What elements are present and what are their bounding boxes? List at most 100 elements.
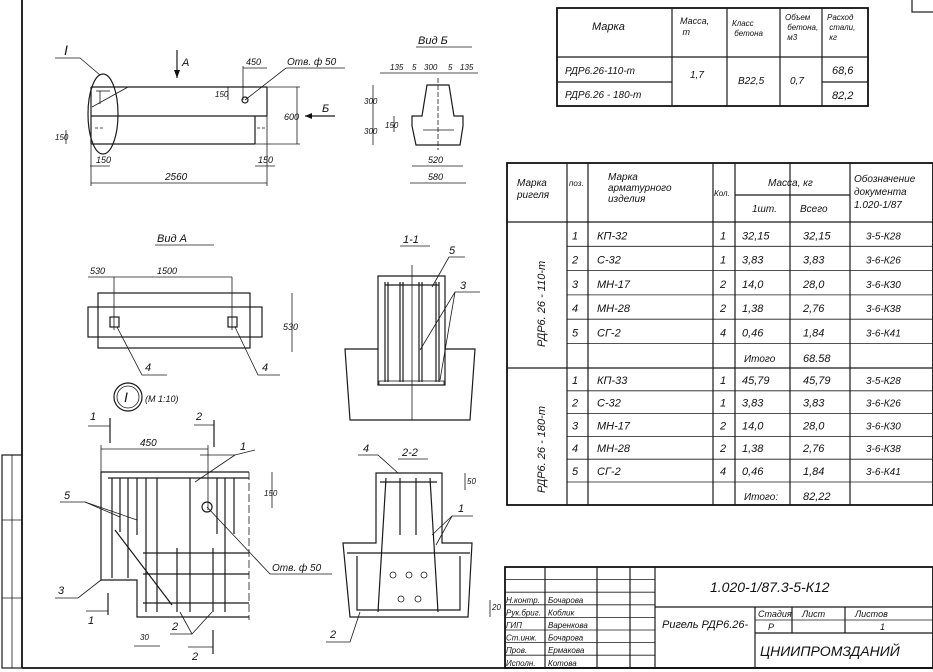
section-1-1: 1-1 5 3 (344, 234, 480, 421)
spec-header-item: изделия (608, 194, 646, 205)
specification-table: Маркаригеляпоз.МаркаарматурногоизделияКо… (506, 162, 933, 506)
section-2-pos-1: 1 (458, 503, 464, 515)
view-b-dim-520: 520 (428, 155, 443, 165)
summary-header-volume: Объем бетона, м3 (785, 13, 818, 42)
spec-pos: 4 (572, 443, 578, 455)
spec-total-label: Итого: (744, 492, 778, 503)
view-b-dim-135-left: 135 (390, 63, 404, 72)
spec-qty: 2 (719, 303, 726, 315)
detail-callout-circle-label: I (124, 389, 128, 405)
spec-total-mass: 1,84 (803, 328, 824, 340)
summary-mark: РДР6.26 - 180-т (565, 90, 641, 101)
summary-mass: 1,7 (690, 70, 704, 81)
detail-dim-30: 30 (140, 633, 149, 642)
spec-item: СГ-2 (597, 466, 621, 478)
cut-mark-1-bottom: 1 (88, 615, 94, 627)
section-1-title: 1-1 (403, 234, 419, 246)
spec-qty: 1 (720, 255, 726, 267)
view-b: Вид Б 135 5 300 5 135 300 300 150 520 58… (364, 35, 478, 184)
view-b-dim-5-left: 5 (412, 63, 417, 72)
spec-unit-mass: 0,46 (742, 466, 764, 478)
spec-total-mass: 32,15 (803, 230, 831, 242)
spec-pos: 2 (571, 255, 578, 267)
spec-total-label: Итого (744, 354, 776, 365)
spec-unit-mass: 14,0 (742, 279, 764, 291)
spec-pos: 5 (572, 466, 579, 478)
spec-header-doc: Обозначение (854, 173, 916, 185)
spec-total-mass: 3,83 (803, 398, 825, 410)
document-code: 1.020-1/87.3-5-К12 (710, 579, 830, 595)
spec-header-total: Всего (800, 204, 828, 215)
dim-150-left: 150 (96, 155, 111, 165)
spec-header-item: Марка (608, 172, 638, 183)
spec-unit-mass: 3,83 (742, 398, 764, 410)
spec-doc: 3-6-К30 (866, 421, 901, 432)
spec-unit-mass: 1,38 (742, 303, 764, 315)
spec-item: МН-17 (597, 420, 631, 432)
view-a-pos-4-left: 4 (145, 362, 151, 374)
sheets-label: Листов (854, 609, 888, 619)
detail-dim-450: 450 (140, 438, 157, 449)
signature-role: Пров. (506, 646, 527, 655)
title-block: 1.020-1/87.3-5-К12 Ригель РДР6.26- Стади… (504, 566, 933, 669)
view-b-dim-135-right: 135 (460, 63, 474, 72)
detail-pos-3: 3 (58, 585, 65, 597)
spec-doc: 3-6-К41 (866, 467, 901, 478)
detail-pos-2: 2 (171, 621, 178, 633)
sheet-label: Лист (801, 609, 826, 619)
spec-unit-mass: 3,83 (742, 255, 764, 267)
spec-qty: 2 (719, 443, 726, 455)
section-1-pos-5: 5 (449, 245, 456, 257)
spec-doc: 3-6-К38 (866, 444, 901, 455)
detail-hole-label: Отв. ф 50 (272, 562, 322, 574)
view-a-dim-530-vertical: 530 (283, 322, 298, 332)
spec-header-unit: 1шт. (752, 204, 777, 215)
spec-qty: 2 (719, 279, 726, 291)
spec-doc: 3-6-К38 (866, 304, 901, 315)
dim-600: 600 (284, 112, 299, 122)
summary-header-steel: Расход стали, кг (827, 13, 855, 42)
spec-pos: 1 (572, 230, 578, 242)
spec-group-mark: РДР6. 26 - 110-т (536, 261, 548, 347)
view-b-dim-300-top: 300 (364, 97, 378, 106)
spec-doc: 3-6-К30 (866, 280, 901, 291)
view-b-dim-300: 300 (424, 63, 438, 72)
summary-header-mark: Марка (592, 21, 625, 33)
dim-150: 150 (215, 90, 229, 99)
arrow-b-label: Б (322, 103, 329, 115)
section-2-title: 2-2 (401, 447, 418, 459)
spec-doc: 3-6-К26 (866, 256, 901, 267)
view-b-title: Вид Б (418, 35, 448, 47)
spec-header-qty: Кол. (714, 189, 730, 198)
view-a-pos-4-right: 4 (262, 362, 268, 374)
spec-unit-mass: 14,0 (742, 420, 764, 432)
section-2-2: 2-2 4 1 2 50 20 (326, 443, 501, 643)
arrow-a-label: А (181, 57, 189, 69)
stage-label: Стадия (758, 609, 792, 619)
spec-pos: 2 (571, 398, 578, 410)
view-a-title: Вид А (157, 233, 187, 245)
spec-item: КП-32 (597, 230, 627, 242)
summary-header-mass: Масса, т (680, 16, 709, 37)
spec-total-mass: 28,0 (802, 279, 825, 291)
signature-name: Коблик (548, 608, 575, 617)
spec-header-pos: поз. (569, 179, 584, 188)
spec-pos: 5 (572, 328, 579, 340)
cut-mark-2-top: 2 (195, 411, 202, 423)
summary-steel: 68,6 (832, 65, 854, 77)
section-1-pos-3: 3 (460, 280, 467, 292)
spec-doc: 3-5-К28 (866, 231, 901, 242)
spec-header-mark: Марка (517, 178, 547, 189)
spec-item: С-32 (597, 255, 621, 267)
summary-header-class: Класс бетона (732, 19, 764, 38)
view-b-dim-300-bottom: 300 (364, 127, 378, 136)
spec-doc: 3-6-К26 (866, 399, 901, 410)
summary-concrete-class: В22,5 (738, 76, 765, 87)
dim-150-right: 150 (258, 155, 273, 165)
signature-role: Н.контр. (506, 596, 540, 605)
spec-total-mass: 28,0 (802, 420, 825, 432)
detail-i: Отв. ф 50 450 150 30 1 5 3 2 1 1 2 2 (55, 411, 332, 663)
spec-header-doc: 1.020-1/87 (854, 200, 902, 211)
signature-name: Бочарова (548, 596, 584, 605)
